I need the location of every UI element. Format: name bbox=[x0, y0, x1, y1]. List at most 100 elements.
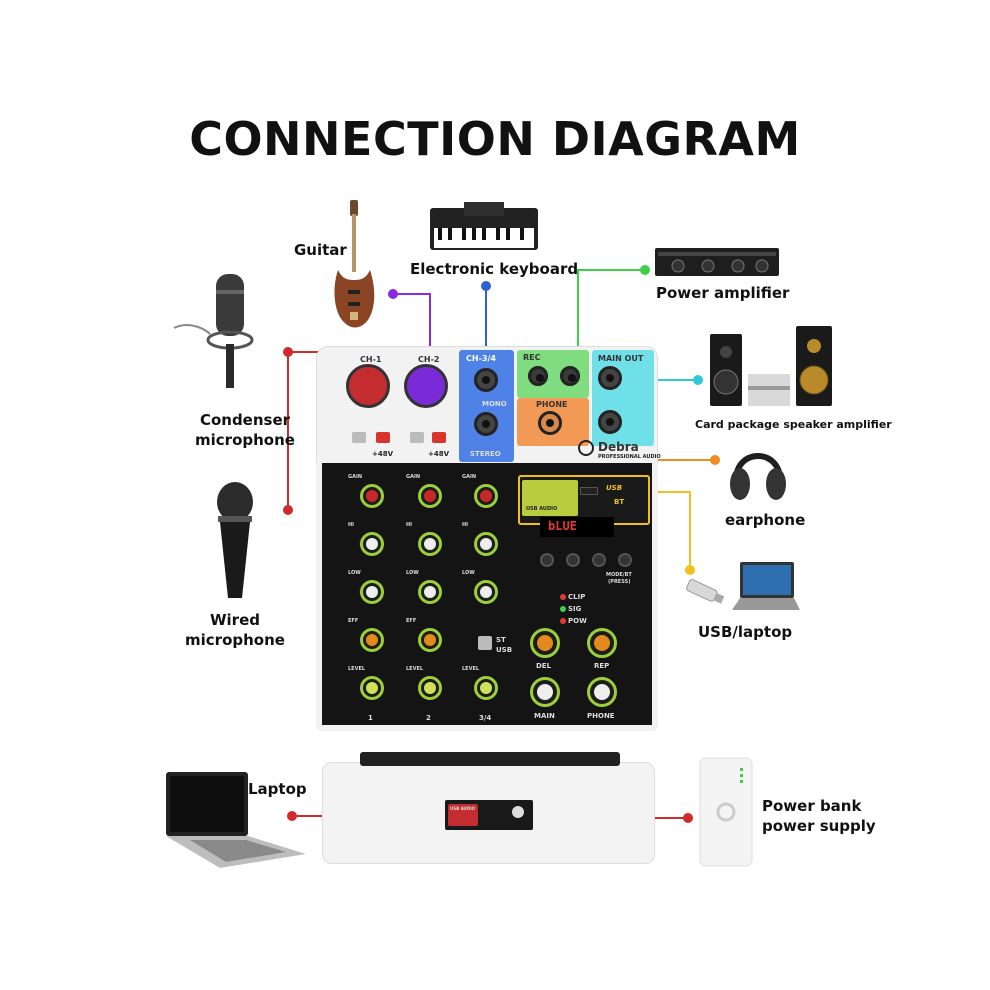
card-package-label: Card package speaker amplifier bbox=[695, 418, 892, 431]
rec-left-jack[interactable] bbox=[528, 366, 548, 386]
next-button[interactable] bbox=[592, 553, 606, 567]
usb-port[interactable] bbox=[580, 487, 598, 495]
ch3-gain-label: GAIN bbox=[462, 474, 477, 480]
ch2-level-label: LEVEL bbox=[406, 666, 424, 672]
ch1-low-label: LOW bbox=[348, 570, 361, 576]
ch2-label: CH-2 bbox=[418, 355, 440, 364]
phone-jack[interactable] bbox=[538, 411, 562, 435]
condenser-label-line1: Condenser bbox=[199, 411, 291, 429]
wired-label: Wired microphone bbox=[170, 610, 300, 650]
ch2-phantom-label: +48V bbox=[428, 450, 450, 458]
main-out-left-jack[interactable] bbox=[598, 366, 622, 390]
ch3-level-knob[interactable] bbox=[474, 676, 498, 700]
clip-led bbox=[560, 594, 566, 600]
ch3-gain-knob[interactable] bbox=[474, 484, 498, 508]
ch1-gain-knob[interactable] bbox=[360, 484, 384, 508]
ch1-gain-label: GAIN bbox=[348, 474, 363, 480]
guitar-wire bbox=[388, 289, 431, 360]
ch2-eff-knob[interactable] bbox=[418, 628, 442, 652]
power-bank-icon bbox=[699, 757, 753, 867]
rep-knob[interactable] bbox=[587, 628, 617, 658]
del-knob[interactable] bbox=[530, 628, 560, 658]
play-pause-button[interactable] bbox=[540, 553, 554, 567]
wired-microphone-icon bbox=[217, 482, 253, 598]
ch3-hi-knob[interactable] bbox=[474, 532, 498, 556]
back-usb-audio-label: USB AUDIO bbox=[450, 806, 475, 811]
bt-label: BT bbox=[614, 498, 625, 506]
mode-bt-button[interactable] bbox=[618, 553, 632, 567]
ch-number-2: 2 bbox=[426, 714, 431, 722]
ch2-phantom-button[interactable] bbox=[432, 432, 446, 443]
ch1-phantom-button[interactable] bbox=[376, 432, 390, 443]
powerbank-label-line2: power supply bbox=[762, 817, 876, 835]
condenser-label-line2: microphone bbox=[195, 431, 295, 449]
ch-number-1: 1 bbox=[368, 714, 373, 722]
ch34-left-jack[interactable] bbox=[474, 368, 498, 392]
phone-knob-label: PHONE bbox=[587, 712, 615, 720]
usb-audio-port[interactable] bbox=[448, 804, 478, 826]
clip-label: CLIP bbox=[568, 593, 586, 601]
prev-button[interactable] bbox=[566, 553, 580, 567]
brand-logo bbox=[578, 440, 594, 456]
keyboard-icon bbox=[430, 202, 538, 250]
ch1-label: CH-1 bbox=[360, 355, 382, 364]
ch3-hi-label: HI bbox=[462, 522, 469, 528]
main-knob[interactable] bbox=[530, 677, 560, 707]
ch34-right-jack[interactable] bbox=[474, 412, 498, 436]
ch2-low-label: LOW bbox=[406, 570, 419, 576]
guitar-icon bbox=[334, 200, 375, 328]
ch2-gain-knob[interactable] bbox=[418, 484, 442, 508]
ch-number-34: 3/4 bbox=[479, 714, 492, 722]
phone-knob[interactable] bbox=[587, 677, 617, 707]
ch1-combo-jack[interactable] bbox=[346, 364, 390, 408]
ch3-low-label: LOW bbox=[462, 570, 475, 576]
power-amp-wire bbox=[577, 265, 650, 374]
led-display: bLUE bbox=[540, 517, 614, 537]
ch1-level-label: LEVEL bbox=[348, 666, 366, 672]
powerbank-label: Power bank power supply bbox=[762, 796, 876, 836]
press-label: (PRESS) bbox=[608, 579, 631, 585]
power-amplifier-icon bbox=[655, 248, 779, 276]
pow-label: POW bbox=[568, 617, 587, 625]
ch2-low-knob[interactable] bbox=[418, 580, 442, 604]
usb-laptop-icon bbox=[732, 562, 800, 610]
rec-label: REC bbox=[523, 353, 541, 362]
back-top-connectors bbox=[360, 752, 620, 766]
mode-bt-label: MODE/BT bbox=[606, 572, 632, 578]
usb-toggle-label: USB bbox=[496, 646, 513, 654]
ch2-gain-label: GAIN bbox=[406, 474, 421, 480]
ch2-hi-knob[interactable] bbox=[418, 532, 442, 556]
ch3-level-label: LEVEL bbox=[462, 666, 480, 672]
ch1-mic-button[interactable] bbox=[352, 432, 366, 443]
speaker-wire bbox=[650, 375, 703, 385]
diagram-title: CONNECTION DIAGRAM bbox=[189, 112, 801, 166]
ch1-level-knob[interactable] bbox=[360, 676, 384, 700]
ch2-mic-button[interactable] bbox=[410, 432, 424, 443]
ch2-eff-label: EFF bbox=[406, 618, 417, 624]
main-out-right-jack[interactable] bbox=[598, 410, 622, 434]
usb-stick-icon bbox=[686, 579, 725, 604]
main-label: MAIN bbox=[534, 712, 555, 720]
ch1-hi-label: HI bbox=[348, 522, 355, 528]
rec-right-jack[interactable] bbox=[560, 366, 580, 386]
ch2-combo-jack[interactable] bbox=[404, 364, 448, 408]
usb-laptop-label: USB/laptop bbox=[698, 623, 793, 641]
usb-audio-label: USB AUDIO bbox=[526, 506, 558, 512]
ch1-hi-knob[interactable] bbox=[360, 532, 384, 556]
phone-label: PHONE bbox=[536, 400, 568, 409]
power-switch[interactable] bbox=[512, 806, 524, 818]
usb-audio-screen bbox=[522, 480, 578, 516]
ch1-eff-knob[interactable] bbox=[360, 628, 384, 652]
ch34-label: CH-3/4 bbox=[466, 354, 496, 363]
powerbank-label-line1: Power bank bbox=[762, 797, 862, 815]
ch2-level-knob[interactable] bbox=[418, 676, 442, 700]
ch1-low-knob[interactable] bbox=[360, 580, 384, 604]
laptop-label: Laptop bbox=[248, 780, 307, 798]
headphones-icon bbox=[730, 453, 786, 500]
st-usb-toggle[interactable] bbox=[478, 636, 492, 650]
ch3-low-knob[interactable] bbox=[474, 580, 498, 604]
st-label: ST bbox=[496, 636, 506, 644]
pow-led bbox=[560, 618, 566, 624]
ch2-hi-label: HI bbox=[406, 522, 413, 528]
condenser-microphone-icon bbox=[173, 274, 254, 388]
